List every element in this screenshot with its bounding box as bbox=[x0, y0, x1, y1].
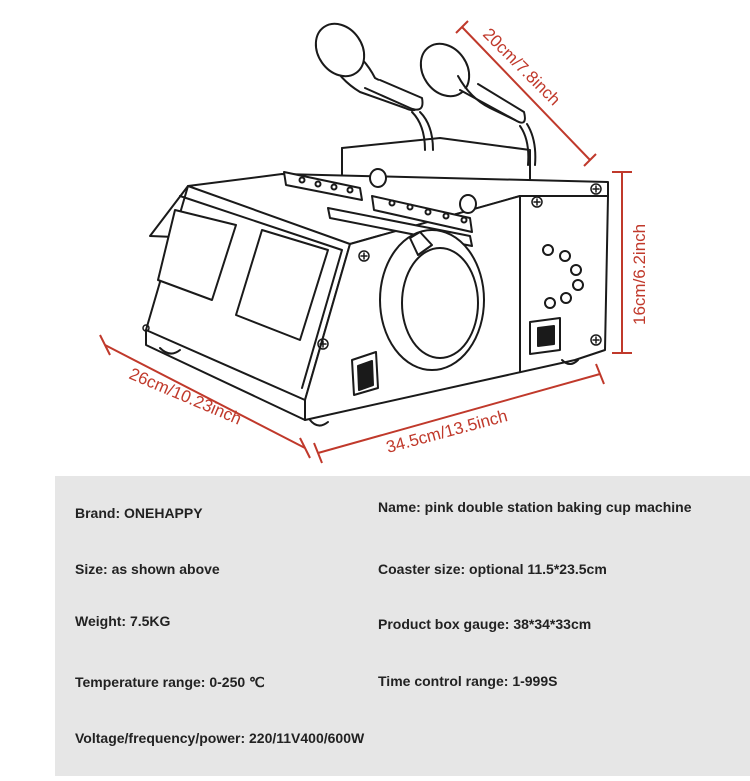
spec-time-control: Time control range: 1-999S bbox=[378, 673, 558, 689]
spec-name: Name: pink double station baking cup mac… bbox=[378, 499, 692, 515]
handle-right bbox=[419, 42, 537, 166]
spec-size: Size: as shown above bbox=[75, 561, 220, 577]
power-switch bbox=[351, 351, 379, 396]
dimension-line-length bbox=[317, 373, 601, 454]
dimension-label-width: 26cm/10.23inch bbox=[126, 364, 244, 428]
spec-voltage: Voltage/frequency/power: 220/11V400/600W bbox=[75, 730, 365, 746]
dimension-label-length: 34.5cm/13.5inch bbox=[384, 406, 509, 457]
front-windows bbox=[157, 209, 329, 341]
mug-heater-ring bbox=[379, 229, 485, 371]
spec-brand: Brand: ONEHAPPY bbox=[75, 505, 203, 521]
power-socket bbox=[529, 317, 561, 355]
screws bbox=[142, 183, 602, 350]
spec-temperature: Temperature range: 0-250 ℃ bbox=[75, 674, 265, 690]
control-buttons bbox=[542, 244, 584, 309]
dimension-label-height: 16cm/6.2inch bbox=[630, 224, 649, 325]
product-line-drawing: 20cm/7.8inch 16cm/6.2inch 26cm/10.23inch… bbox=[99, 20, 649, 464]
spec-weight: Weight: 7.5KG bbox=[75, 613, 171, 629]
dimension-line-width bbox=[104, 344, 306, 449]
dimension-line-depth bbox=[461, 26, 591, 161]
handle-left bbox=[314, 22, 434, 151]
spec-coaster-size: Coaster size: optional 11.5*23.5cm bbox=[378, 561, 607, 577]
specifications-panel bbox=[55, 476, 750, 776]
machine-feet bbox=[159, 347, 579, 427]
spec-box-gauge: Product box gauge: 38*34*33cm bbox=[378, 616, 592, 632]
